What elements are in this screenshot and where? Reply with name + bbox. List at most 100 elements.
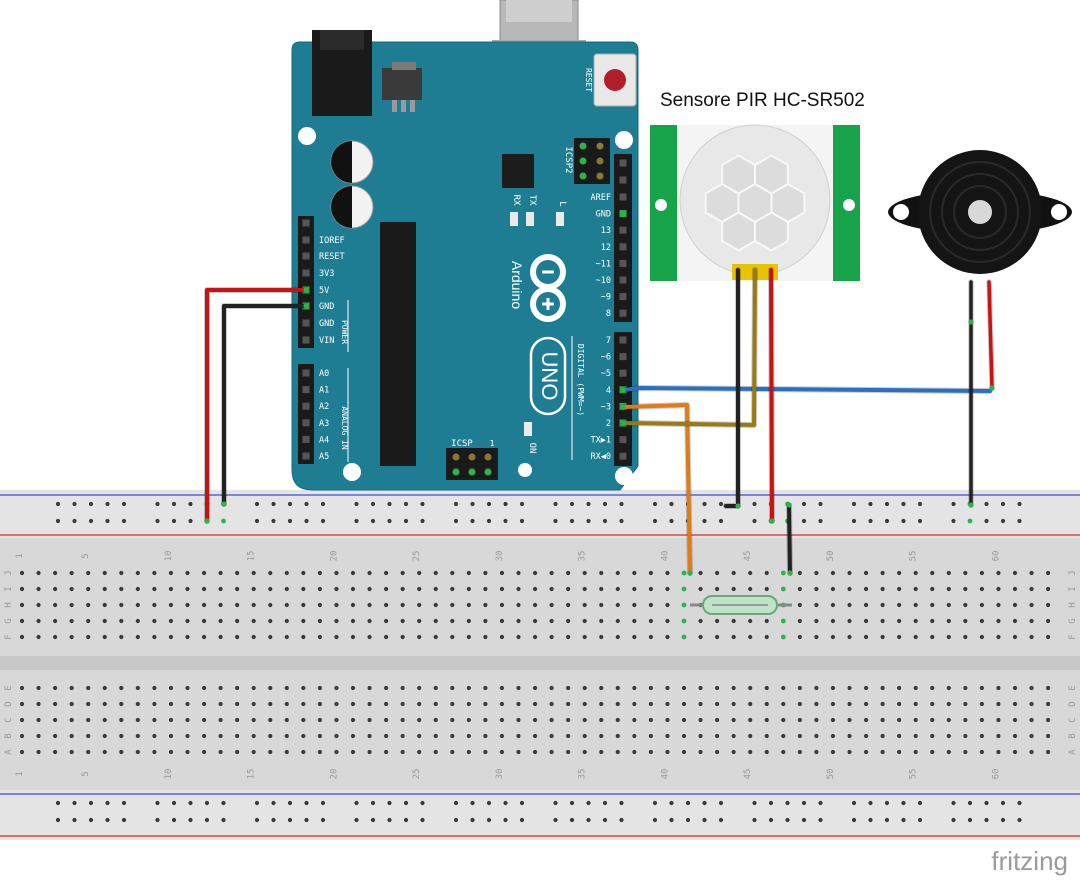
breadboard-hole: [218, 586, 223, 592]
rail-hole: [984, 817, 989, 823]
header-pin: [302, 402, 310, 410]
breadboard-hole: [632, 602, 637, 608]
breadboard-hole: [350, 634, 356, 640]
digital-pin-label: 4: [606, 386, 611, 396]
breadboard-hole: [168, 749, 174, 755]
breadboard-hole: [946, 586, 951, 592]
breadboard-hole: [615, 634, 620, 640]
breadboard-hole: [201, 685, 207, 691]
breadboard-hole: [963, 749, 968, 755]
breadboard-hole: [1012, 733, 1018, 739]
rail-hole: [403, 817, 409, 823]
breadboard-hole: [350, 570, 356, 576]
usb-connector-top: [506, 0, 572, 22]
breadboard-hole: [268, 685, 273, 691]
breadboard-hole: [648, 570, 654, 576]
wire-endpoint: [620, 404, 626, 410]
center-channel: [0, 656, 1080, 670]
breadboard-hole: [53, 586, 58, 592]
reset-button-cap[interactable]: [604, 69, 626, 91]
rail-hole: [354, 518, 359, 524]
breadboard-hole: [301, 618, 306, 624]
breadboard-hole: [417, 586, 422, 592]
breadboard-hole: [764, 586, 769, 592]
rail-hole: [171, 817, 177, 823]
rail-hole: [818, 501, 823, 507]
icsp-pin1-label: 1: [490, 439, 495, 448]
breadboard-hole: [516, 602, 521, 608]
breadboard-hole: [830, 570, 836, 576]
rail-hole: [669, 800, 674, 806]
breadboard-hole: [86, 701, 91, 707]
breadboard-hole: [830, 602, 836, 608]
rail-hole: [752, 518, 757, 524]
breadboard-hole: [1012, 634, 1018, 640]
breadboard-hole: [86, 586, 91, 592]
row-letter: I: [1068, 586, 1078, 591]
breadboard-hole: [350, 701, 356, 707]
rail-hole: [88, 518, 94, 524]
rail-hole: [951, 518, 956, 524]
breadboard-hole: [930, 602, 935, 608]
breadboard-hole: [499, 717, 505, 723]
bottom-power-rail: [0, 790, 1080, 840]
digital-pin-label: AREF: [591, 193, 611, 203]
breadboard-hole: [284, 586, 289, 592]
breadboard-hole: [599, 570, 604, 576]
breadboard-hole: [417, 685, 422, 691]
breadboard-hole: [648, 618, 654, 624]
breadboard-hole: [367, 634, 372, 640]
rail-hole: [901, 501, 906, 507]
breadboard-hole: [913, 733, 918, 739]
rail-hole: [470, 518, 475, 524]
row-letter: C: [4, 717, 14, 722]
breadboard-hole: [582, 733, 587, 739]
on-led: [524, 422, 532, 436]
breadboard-hole: [897, 618, 902, 624]
breadboard-hole: [979, 749, 985, 755]
rail-hole: [851, 800, 857, 806]
breadboard-hole: [218, 733, 223, 739]
rail-hole: [121, 501, 127, 507]
rail-hole: [354, 501, 359, 507]
power-pin-label: VIN: [319, 336, 334, 346]
rail-hole: [271, 800, 276, 806]
breadboard-hole: [417, 570, 422, 576]
rail-hole: [967, 518, 973, 524]
breadboard-hole: [235, 570, 240, 576]
breadboard-hole: [400, 634, 405, 640]
breadboard-hole: [1046, 570, 1051, 576]
breadboard-hole: [731, 570, 736, 576]
breadboard-hole: [930, 685, 935, 691]
breadboard-hole: [731, 618, 736, 624]
breadboard-hole: [301, 685, 306, 691]
breadboard-hole: [963, 602, 968, 608]
rail-hole: [553, 800, 558, 806]
rail-hole: [519, 800, 525, 806]
rail-hole: [370, 817, 376, 823]
breadboard-hole: [1029, 685, 1034, 691]
rail-hole: [868, 817, 873, 823]
breadboard-hole: [582, 586, 587, 592]
column-number: 35: [578, 769, 588, 780]
row-letter: H: [1068, 602, 1078, 607]
breadboard-hole: [251, 570, 256, 576]
breadboard-hole: [532, 733, 538, 739]
breadboard-hole: [698, 733, 703, 739]
breadboard-hole: [930, 570, 935, 576]
breadboard-hole: [582, 634, 587, 640]
breadboard-hole: [301, 586, 306, 592]
breadboard-hole: [830, 733, 836, 739]
header-pin: [619, 276, 627, 284]
breadboard-hole: [532, 570, 538, 576]
breadboard-hole: [251, 685, 256, 691]
lens-segment: [754, 154, 789, 195]
breadboard-hole: [516, 685, 521, 691]
breadboard-hole: [36, 634, 41, 640]
breadboard-hole: [599, 717, 604, 723]
breadboard-hole: [152, 749, 157, 755]
breadboard-hole: [748, 618, 753, 624]
breadboard-hole: [599, 634, 604, 640]
breadboard-hole: [532, 749, 538, 755]
breadboard-hole: [201, 618, 207, 624]
